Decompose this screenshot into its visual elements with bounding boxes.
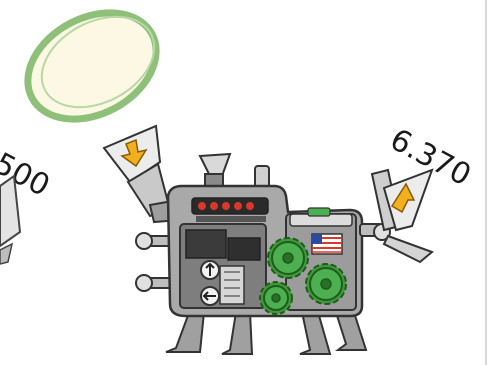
indicator-lights-icon — [192, 198, 268, 222]
gear-icon-large — [268, 238, 308, 278]
gear-icon-medium — [306, 264, 346, 304]
output-funnel-icon — [360, 170, 432, 262]
gear-icon-small — [260, 282, 292, 314]
flag-sticker-icon — [312, 234, 342, 254]
top-hopper-icon — [200, 154, 269, 188]
speech-bubble-icon — [9, 0, 174, 140]
